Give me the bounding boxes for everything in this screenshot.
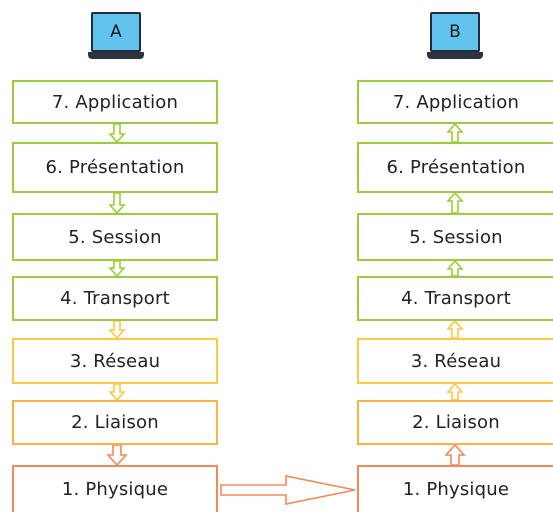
computer-b-screen: B	[430, 12, 480, 52]
stack-a-layer-5: 5. Session	[12, 213, 218, 261]
transmission-arrow	[220, 475, 356, 505]
stack-b-layer-3: 3. Réseau	[357, 338, 553, 384]
up-arrow-b-3-4	[446, 319, 464, 339]
down-arrow-a-3-2	[108, 383, 126, 402]
up-arrow-b-4-5	[446, 259, 464, 277]
laptop-base-icon	[88, 52, 144, 59]
down-arrow-a-7-6	[108, 123, 126, 144]
laptop-base-icon	[427, 52, 483, 59]
down-arrow-a-5-4	[108, 260, 126, 278]
stack-b-layer-5: 5. Session	[357, 213, 553, 261]
stack-b-layer-7: 7. Application	[357, 80, 553, 124]
stack-a-layer-3: 3. Réseau	[12, 338, 218, 384]
stack-b-layer-1: 1. Physique	[357, 465, 553, 512]
stack-a-layer-7: 7. Application	[12, 80, 218, 124]
stack-a-layer-2: 2. Liaison	[12, 400, 218, 445]
stack-a-layer-4: 4. Transport	[12, 276, 218, 321]
computer-a-label: A	[110, 22, 122, 42]
up-arrow-b-5-6	[446, 191, 464, 214]
computer-b-label: B	[449, 22, 461, 42]
up-arrow-b-6-7	[446, 122, 464, 143]
stack-b-layer-6: 6. Présentation	[357, 142, 553, 193]
stack-a-layer-6: 6. Présentation	[12, 142, 218, 193]
computer-b: B	[427, 12, 483, 62]
stack-b-layer-2: 2. Liaison	[357, 400, 553, 445]
stack-a-layer-1: 1. Physique	[12, 465, 218, 512]
up-arrow-b-2-3	[446, 382, 464, 401]
up-arrow-b-1-2	[444, 443, 466, 466]
down-arrow-a-4-3	[108, 320, 126, 340]
stack-b-layer-4: 4. Transport	[357, 276, 553, 321]
computer-a-screen: A	[91, 12, 141, 52]
down-arrow-a-2-1	[106, 444, 128, 467]
down-arrow-a-6-5	[108, 192, 126, 215]
computer-a: A	[88, 12, 144, 62]
